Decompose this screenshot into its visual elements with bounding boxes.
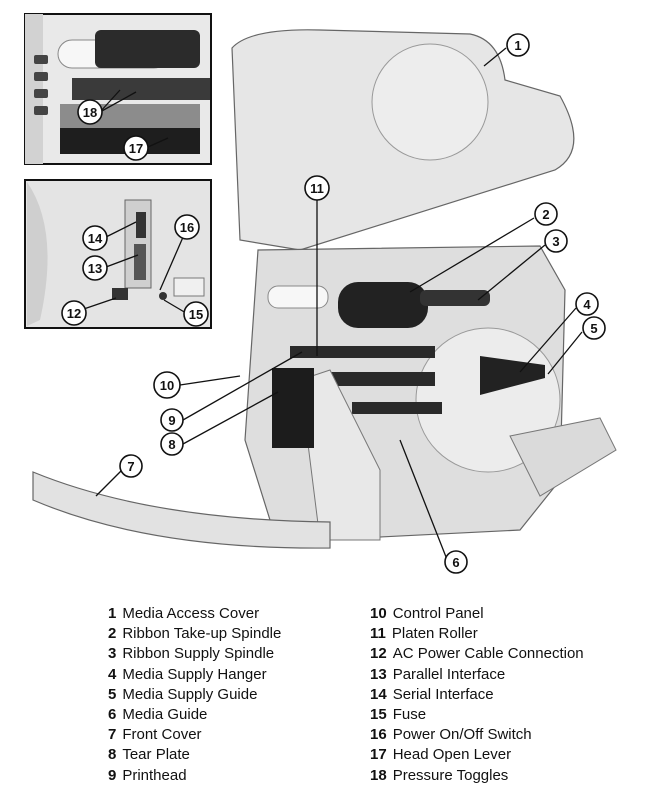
svg-text:6: 6 xyxy=(452,555,459,570)
svg-text:16: 16 xyxy=(180,220,194,235)
callout-13: 13 xyxy=(82,255,108,281)
svg-text:11: 11 xyxy=(310,181,324,196)
callout-8: 8 xyxy=(160,432,184,456)
callout-11: 11 xyxy=(304,175,330,201)
printer-diagram: 1 2 3 4 5 6 7 8 9 10 11 12 13 14 15 16 1… xyxy=(24,13,617,574)
callout-17: 17 xyxy=(123,135,149,161)
callout-14: 14 xyxy=(82,225,108,251)
svg-text:15: 15 xyxy=(189,307,203,322)
svg-text:4: 4 xyxy=(583,297,591,312)
svg-text:18: 18 xyxy=(83,105,97,120)
callout-18: 18 xyxy=(77,99,103,125)
svg-text:10: 10 xyxy=(160,378,174,393)
svg-text:7: 7 xyxy=(127,459,134,474)
callout-15: 15 xyxy=(183,301,209,327)
callout-6: 6 xyxy=(444,550,468,574)
svg-text:5: 5 xyxy=(590,321,597,336)
svg-text:9: 9 xyxy=(168,413,175,428)
svg-text:8: 8 xyxy=(168,437,175,452)
leader-lines xyxy=(74,47,583,563)
callout-9: 9 xyxy=(160,408,184,432)
svg-text:17: 17 xyxy=(129,141,143,156)
svg-text:12: 12 xyxy=(67,306,81,321)
callout-5: 5 xyxy=(582,316,606,340)
callout-7: 7 xyxy=(119,454,143,478)
svg-text:14: 14 xyxy=(88,231,103,246)
printer-body xyxy=(32,29,617,549)
inset-pressure-toggles xyxy=(24,13,212,165)
callout-12: 12 xyxy=(61,300,87,326)
svg-text:2: 2 xyxy=(542,207,549,222)
callout-1: 1 xyxy=(506,33,530,57)
svg-text:13: 13 xyxy=(88,261,102,276)
svg-text:3: 3 xyxy=(552,234,559,249)
callouts: 1 2 3 4 5 6 7 8 9 10 11 12 13 14 15 16 1… xyxy=(61,33,606,574)
callout-3: 3 xyxy=(544,229,568,253)
svg-text:1: 1 xyxy=(514,38,521,53)
callout-4: 4 xyxy=(575,292,599,316)
callout-2: 2 xyxy=(534,202,558,226)
callout-10: 10 xyxy=(153,371,181,399)
callout-16: 16 xyxy=(174,214,200,240)
inset-rear-panel xyxy=(24,179,212,329)
